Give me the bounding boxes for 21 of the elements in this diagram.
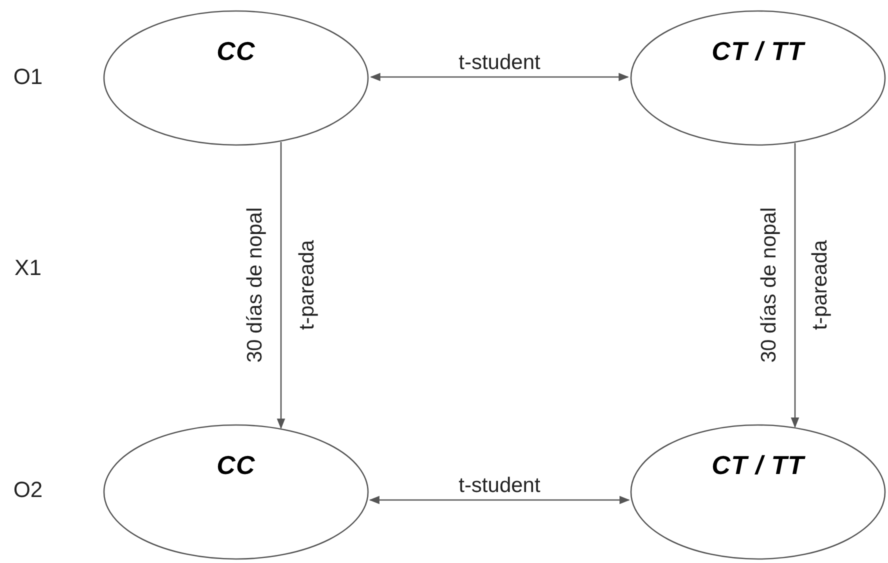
arrow [370,72,630,82]
edge-label: t-student [458,475,540,496]
row-label: O2 [13,479,43,501]
node-text: CT / TT [712,449,804,482]
edge-label: t-student [458,52,540,73]
ellipse-node [103,10,369,146]
test-label: t-pareada [810,240,830,330]
row-label: O1 [13,66,43,88]
test-label: t-pareada [296,240,318,330]
row-label: X1 [14,257,42,279]
node-text: CC [216,35,256,68]
ellipse-node [103,424,369,560]
edge-label: 30 días de nopal [244,207,266,363]
arrow [276,142,286,430]
node-text: CC [216,449,256,482]
node-text: CT / TT [712,35,804,68]
ellipse-node [630,424,886,560]
edge-label: 30 días de nopal [758,207,780,363]
ellipse-node [630,10,886,146]
arrow [369,496,630,504]
arrow [790,143,800,428]
